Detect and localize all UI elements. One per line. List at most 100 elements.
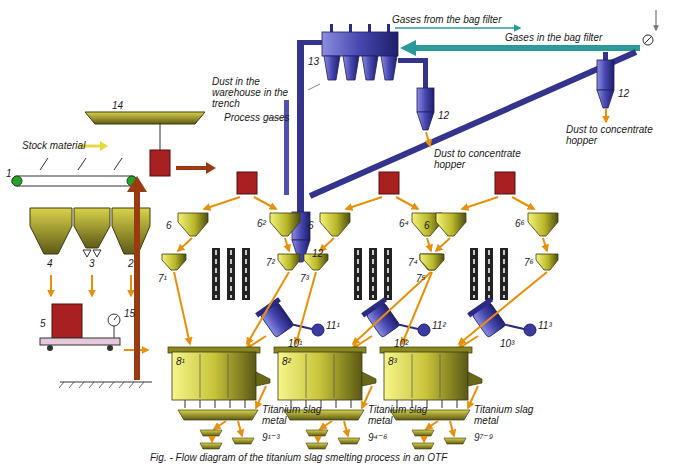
feed-unit — [304, 172, 442, 300]
filter-pipe — [387, 24, 390, 32]
callout-number: 7⁵ — [416, 273, 426, 284]
callout-number: 11² — [432, 320, 446, 331]
weighing-car — [40, 338, 120, 345]
callout-number: 7¹ — [158, 273, 167, 284]
transfer-arrow — [176, 166, 206, 170]
callout-number: 10¹ — [288, 338, 302, 349]
feed-stroke — [114, 158, 122, 170]
callout-number: 6² — [257, 218, 266, 229]
callout-number: 3 — [89, 258, 95, 269]
callout-number: 4 — [47, 258, 53, 269]
air-arrow — [655, 10, 656, 30]
bag-filter — [322, 32, 398, 56]
car-wheel — [47, 345, 53, 351]
callout-number: 11³ — [538, 320, 552, 331]
callout-number: 1 — [6, 168, 12, 179]
gas-duct — [297, 40, 304, 212]
cyclone-cone — [597, 90, 614, 108]
stock-bin — [30, 208, 72, 254]
flow-label: Dust in the warehouse in the trench — [212, 76, 304, 109]
flow-arrow — [50, 275, 52, 296]
charge-bucket — [150, 150, 170, 176]
flow-label: Dust to concentrate hopper — [566, 124, 666, 146]
flow-arrow — [353, 272, 431, 344]
callout-number: 12 — [312, 248, 323, 259]
belt-conveyor — [12, 176, 137, 186]
leader-line — [308, 84, 320, 90]
ground-hatch — [59, 382, 144, 388]
filter-hopper — [324, 56, 340, 80]
flow-label: Gases in the bag filter — [505, 32, 602, 43]
cyclone-cone — [417, 112, 434, 130]
callout-number: 8¹ — [176, 356, 185, 367]
callout-number: 6 — [308, 220, 314, 231]
callout-number: 8² — [282, 356, 291, 367]
gas-duct — [603, 52, 608, 60]
flow-arrow — [459, 272, 547, 344]
callout-number: 9⁷⁻⁹ — [474, 432, 493, 443]
filter-pipe — [330, 24, 333, 32]
conveyor-drum — [12, 176, 22, 186]
callout-number: 11¹ — [326, 320, 340, 331]
callout-number: 2 — [128, 258, 134, 269]
callout-number: 9⁴⁻⁶ — [368, 432, 387, 443]
callout-number: 12 — [438, 110, 449, 121]
callout-number: 13 — [308, 56, 319, 67]
flow-arrow — [247, 272, 289, 344]
flow-arrow — [174, 272, 190, 344]
flow-label: Dust to concentrate hopper — [434, 148, 534, 170]
crane-hook — [160, 124, 161, 150]
filter-hopper — [362, 56, 378, 80]
feeder-symbol — [83, 250, 91, 257]
stock-bin — [112, 208, 150, 254]
feed-stroke — [78, 158, 86, 170]
flow-label: Stock material — [22, 140, 85, 151]
flow-arrow — [91, 275, 93, 296]
callout-number: 7² — [266, 257, 275, 268]
weighing-bucket — [52, 304, 82, 338]
callout-number: 10³ — [500, 338, 514, 349]
gauge-needle — [114, 316, 117, 320]
filter-pipe — [349, 24, 352, 32]
cyclone — [597, 60, 614, 90]
flow-label: Process gases — [224, 112, 290, 123]
callout-number: 14 — [112, 100, 123, 111]
callout-number: 7³ — [300, 273, 309, 284]
callout-number: 7⁴ — [408, 257, 418, 268]
callout-number: 6⁴ — [399, 218, 409, 229]
callout-number: 15 — [124, 308, 135, 319]
gas-arrowhead — [400, 40, 416, 56]
callout-number: 6 — [424, 220, 430, 231]
feed-arrowhead — [100, 141, 108, 151]
car-wheel — [107, 345, 113, 351]
callout-number: 5 — [40, 318, 46, 329]
cyclone — [417, 88, 434, 112]
scale-gauge — [108, 314, 120, 326]
gas-duct — [423, 58, 428, 88]
filter-hopper — [381, 56, 397, 80]
transfer-arrowhead — [206, 162, 216, 174]
callout-number: 6 — [166, 220, 172, 231]
callout-number: 12 — [618, 88, 629, 99]
gas-duct — [304, 40, 322, 45]
damper — [643, 35, 653, 45]
stock-bin — [74, 208, 110, 248]
callout-number: 7⁶ — [524, 257, 534, 268]
flow-arrow — [130, 275, 132, 296]
feeder-symbol — [93, 250, 101, 257]
lift-arrow — [134, 190, 140, 380]
flow-arrow — [296, 272, 316, 344]
callout-number: 6⁶ — [515, 218, 525, 229]
flow-label: Titanium slag metal — [262, 404, 334, 426]
figure-caption: Fig. - Flow diagram of the titanium slag… — [150, 452, 447, 463]
flow-arrow — [426, 132, 430, 146]
gauge-stem — [114, 326, 115, 338]
lift-arrowhead — [127, 176, 147, 192]
callout-number: 9¹⁻³ — [262, 432, 280, 443]
flow-label: Titanium slag metal — [474, 404, 546, 426]
gas-arrow — [395, 27, 520, 29]
crane-platform — [85, 112, 205, 124]
flow-arrow — [605, 109, 607, 122]
